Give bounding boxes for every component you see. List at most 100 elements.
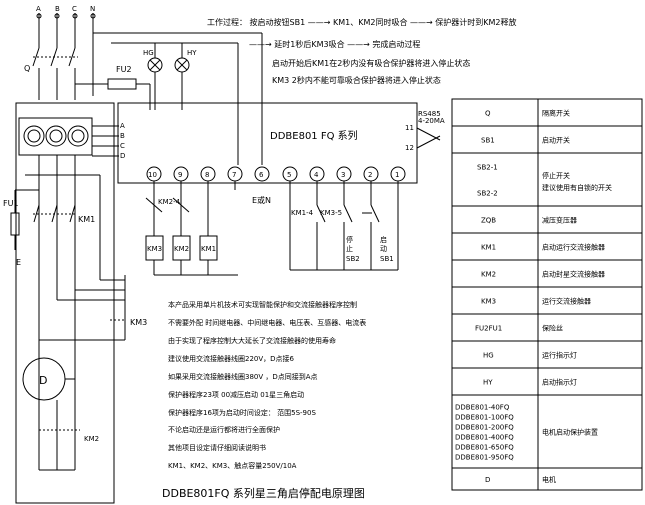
ground-label-e: E (16, 258, 21, 267)
rs485-label: RS485 (418, 110, 441, 118)
pin-11-label: 11 (405, 124, 414, 132)
control-contacts (289, 181, 399, 271)
motor-label: D (39, 374, 47, 387)
legend-code: HY (483, 379, 493, 387)
start-label-2: 动 (380, 244, 387, 253)
lamp-hy (174, 43, 190, 110)
pin-12-label: 12 (405, 144, 414, 152)
fu1-label: FU1 (3, 199, 19, 208)
legend-code: D (485, 476, 490, 484)
legend-row: HY 启动指示灯 (451, 367, 643, 396)
supply-lines (36, 13, 96, 96)
legend-desc: 电机 (542, 475, 556, 484)
legend-desc: 启动指示灯 (542, 378, 577, 387)
km3-main-label: KM3 (130, 318, 147, 327)
note-1: 本产品采用单片机技术可实现智能保护和交流接触器程序控制 (168, 300, 357, 309)
terminal-5-label: 5 (287, 171, 291, 179)
coil-km1 (199, 235, 218, 261)
terminal-8-label: 8 (205, 171, 209, 179)
legend-code: FU2FU1 (475, 325, 502, 333)
legend-row: KM2 启动封星交流接触器 (451, 259, 643, 288)
coil-km3-label: KM3 (147, 245, 162, 253)
fu1-fuse (10, 212, 20, 236)
legend-row: HG 运行指示灯 (451, 340, 643, 369)
process-line-3: 启动开始后KM1在2秒内没有吸合保护器将进入停止状态 (272, 58, 470, 68)
note-4: 建议使用交流接触器线圈220V，D点接6 (168, 354, 295, 363)
terminal-3-label: 3 (341, 171, 345, 179)
stop-label-3: SB2 (346, 255, 360, 263)
terminal-9-label: 9 (178, 171, 182, 179)
ct-b (45, 125, 67, 147)
legend-desc: 隔离开关 (542, 109, 570, 118)
coil-circuits (145, 181, 238, 276)
note-3: 由于实现了程序控制大大延长了交流接触器的使用寿命 (168, 336, 336, 345)
km2-4-label: KM2-4 (158, 198, 181, 206)
terminal-strip (146, 166, 406, 182)
terminal-1-label: 1 (395, 171, 399, 179)
ct-label-c: C (120, 142, 125, 150)
note-6: 保护器程序23项 00减压启动 01星三角启动 (168, 390, 304, 399)
main-circuit (25, 155, 100, 470)
km3-main-contacts (39, 175, 126, 341)
legend-desc: 停止开关建议使用有自锁的开关 (542, 171, 612, 192)
legend-row: ZQB 减压变压器 (451, 205, 643, 234)
legend-code: KM2 (481, 271, 496, 279)
km1-main-contacts (33, 204, 76, 223)
device-title: DDBE801 FQ 系列 (270, 129, 358, 142)
coil-km2 (172, 235, 191, 261)
terminal-6-label: 6 (259, 171, 264, 179)
ct-block (18, 117, 93, 156)
terminal-7-label: 7 (232, 171, 236, 179)
terminal-10-label: 10 (148, 171, 157, 179)
km1-4-label: KM1-4 (291, 209, 314, 217)
legend-desc: 启动运行交流接触器 (542, 243, 605, 252)
legend-desc: 运行交流接触器 (542, 297, 591, 306)
isolating-switch-q (32, 47, 78, 100)
ct-leads (92, 125, 119, 157)
process-line-2: ——→ 延时1秒后KM3吸合 ——→ 完成启动过程 (249, 39, 420, 49)
process-line-4: KM3 2秒内不能可靠吸合保护器将进入停止状态 (272, 75, 441, 85)
legend-code: HG (483, 352, 494, 360)
note-8: 不论启动还是运行都将进行全面保护 (168, 425, 280, 434)
coil-km1-label: KM1 (201, 245, 216, 253)
terminal-6 (254, 166, 270, 182)
legend-code: ZQB (481, 217, 496, 225)
legend-row: D 电机 (451, 467, 643, 491)
hy-label: HY (187, 49, 197, 57)
legend-desc: 启动封星交流接触器 (542, 270, 605, 279)
start-label-1: 启 (380, 235, 387, 244)
e-or-n-label: E或N (252, 195, 271, 205)
km1-main-label: KM1 (78, 215, 95, 224)
ct-label-a: A (120, 122, 125, 130)
legend-desc: 保险丝 (542, 324, 563, 333)
fu2-label: FU2 (116, 65, 132, 74)
main-cabinet-frame (15, 102, 115, 504)
ct-a (23, 125, 45, 147)
legend-code: Q (485, 110, 491, 118)
process-line-1: 工作过程： 按启动按钮SB1 ——→ KM1、KM2同时吸合 ——→ 保护器计时… (207, 17, 517, 27)
legend-row: FU2FU1 保险丝 (451, 313, 643, 342)
hg-label: HG (143, 49, 154, 57)
legend-desc: 运行指示灯 (542, 351, 577, 360)
note-10: KM1、KM2、KM3、触点容量250V/10A (168, 461, 297, 470)
km3-5-label: KM3-5 (320, 209, 342, 217)
fu2-fuse (107, 78, 137, 90)
km2-main-contacts (38, 400, 80, 471)
stop-label-1: 停 (346, 235, 353, 244)
legend-desc: 启动开关 (542, 136, 570, 145)
km2-main-label: KM2 (84, 435, 99, 443)
note-9: 其他项目设定请仔细阅读说明书 (168, 443, 266, 452)
ct-label-b: B (120, 132, 125, 140)
lamp-hg (147, 43, 163, 110)
phase-label-n: N (90, 5, 95, 13)
ct-c (67, 125, 89, 147)
legend-desc: 减压变压器 (542, 216, 577, 225)
phase-label-c: C (72, 5, 77, 13)
device-box (117, 102, 418, 184)
start-label-3: SB1 (380, 255, 394, 263)
